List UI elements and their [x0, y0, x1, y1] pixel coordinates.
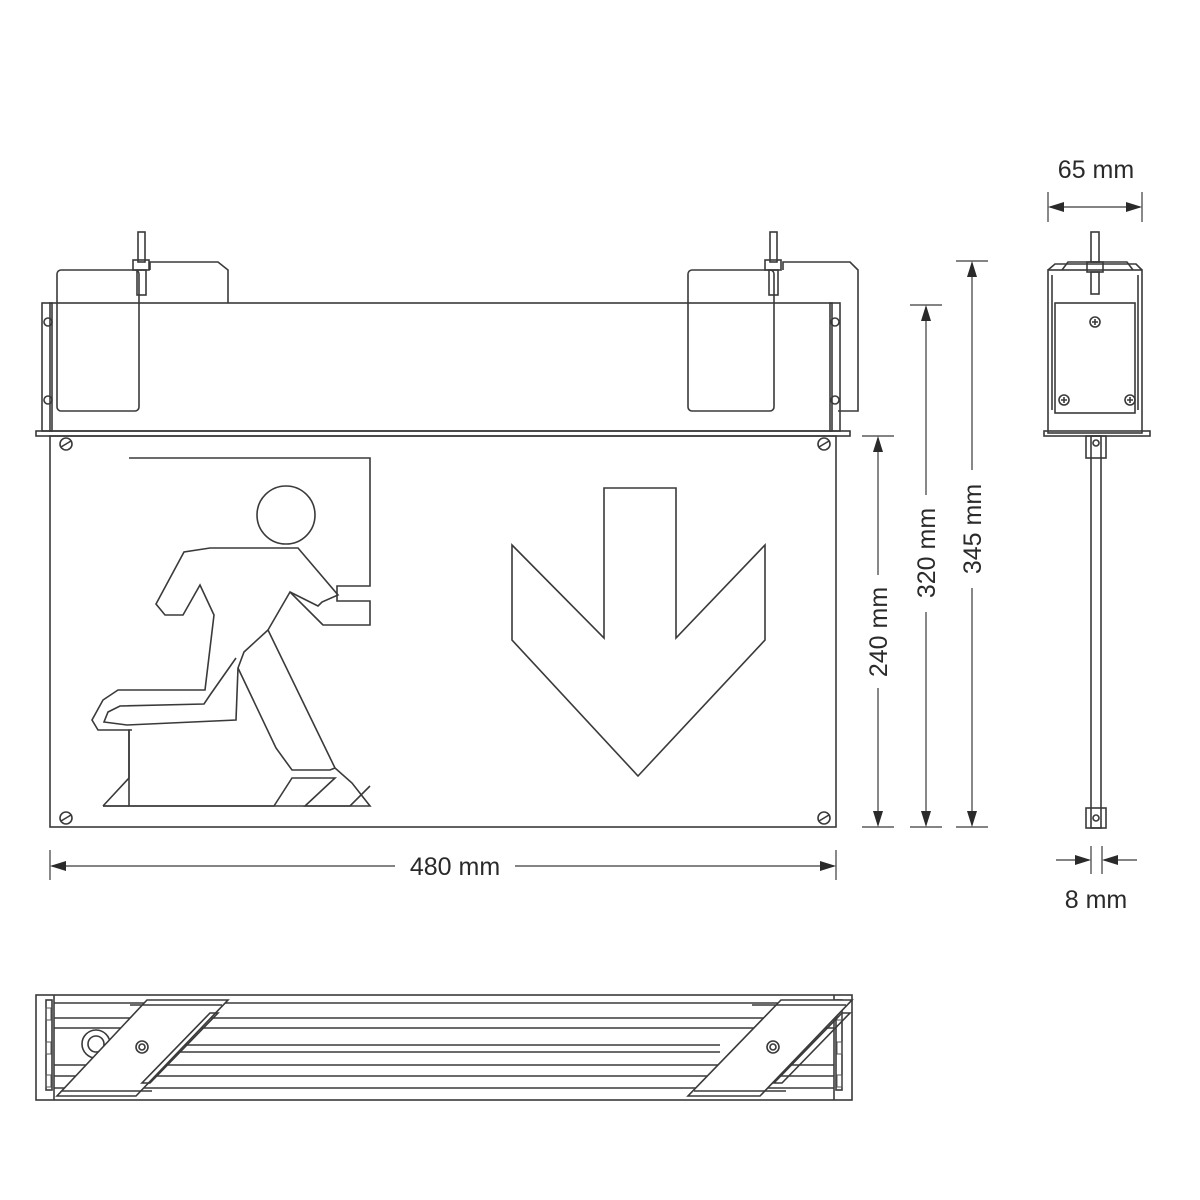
dimension-height-to-bracket: 320 mm [910, 304, 942, 828]
dimension-sign-height-label: 240 mm [865, 587, 893, 677]
top-view [35, 994, 854, 1101]
mount-pin-left [132, 231, 150, 296]
dimension-height-to-bracket-label: 320 mm [913, 508, 941, 598]
dimension-width: 480 mm [49, 850, 837, 881]
dimension-panel-thickness: 8 mm [1056, 846, 1137, 914]
dimension-width-label: 480 mm [410, 853, 500, 881]
arrow-down-icon [511, 487, 766, 778]
side-view [1043, 231, 1151, 829]
dimension-panel-thickness-label: 8 mm [1065, 886, 1128, 914]
dimension-total-height: 345 mm [956, 260, 988, 828]
screw-icon [59, 437, 831, 825]
running-man-icon [91, 457, 372, 807]
mount-pin-right [764, 231, 782, 296]
screw-icon [1058, 316, 1136, 406]
dimension-sign-height: 240 mm [862, 435, 894, 828]
sign-panel [49, 435, 837, 828]
dimension-depth: 65 mm [1047, 156, 1143, 222]
dimension-depth-label: 65 mm [1058, 156, 1134, 184]
front-view [35, 231, 859, 828]
dimension-total-height-label: 345 mm [959, 484, 987, 574]
